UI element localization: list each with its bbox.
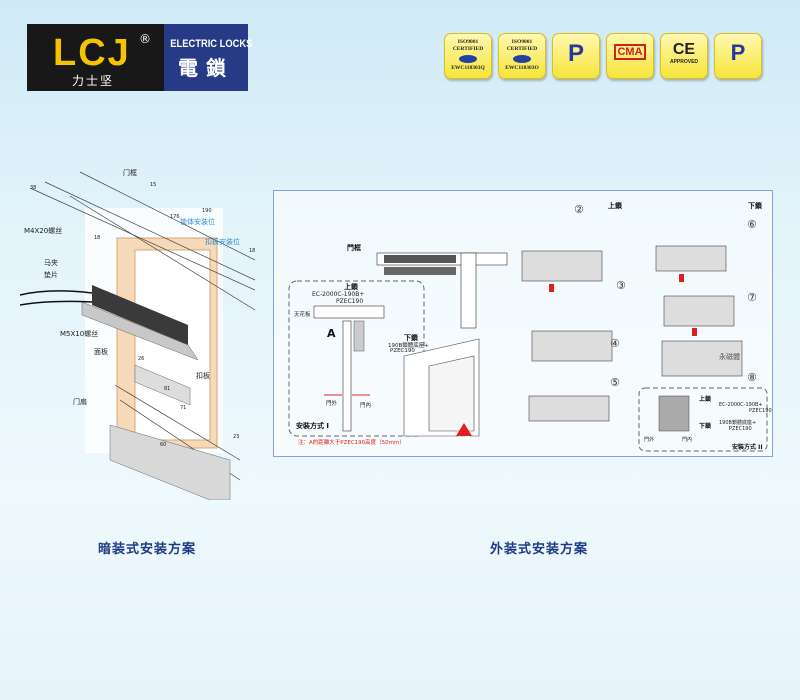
label-method-1: 安裝方式 I <box>296 422 330 430</box>
concealed-drawing <box>20 171 256 500</box>
badge-symbol: P <box>567 40 584 67</box>
surface-drawing <box>288 245 768 452</box>
step-8: ⑧ <box>747 371 757 384</box>
label-inside-2: 門內 <box>682 437 693 443</box>
label-method-2: 安裝方式 II <box>732 444 763 451</box>
label-upper-lock-2: 上鎖 <box>699 396 712 403</box>
label-lower-lock-2: 下鎖 <box>699 423 712 430</box>
badge-code: EWC118303Q <box>451 65 485 71</box>
logo-text: LCJ <box>53 32 131 74</box>
step-7: ⑦ <box>747 291 757 304</box>
step-4: ④ <box>610 337 620 350</box>
label-model-upper: EC-2000C-190B+ <box>312 291 365 298</box>
badge-symbol: P <box>730 40 746 65</box>
label-note: 注：A的距離大于PZEC190高度（50mm） <box>298 440 405 446</box>
dim: 81 <box>164 386 171 392</box>
dim: 176 <box>170 214 180 220</box>
label-strike-position: 扣板安装位 <box>205 238 240 246</box>
badge-code: EWC118303O <box>505 65 539 71</box>
label-a: A <box>327 327 336 340</box>
label-door-frame: 门框 <box>123 169 137 177</box>
label-out: OUT <box>458 436 470 442</box>
label-upper-lock: 上鎖 <box>344 283 358 291</box>
label-ceiling: 天花板 <box>294 312 311 318</box>
label-lower-lock: 下鎖 <box>404 334 418 342</box>
label-strike-plate: 扣板 <box>196 372 210 380</box>
dim: 60 <box>160 442 167 448</box>
label-door-head: 門框 <box>347 244 361 252</box>
badge-line: CERTIFIED <box>506 46 538 52</box>
surface-caption: 外装式安装方案 <box>490 542 589 557</box>
label-face-plate: 面板 <box>94 348 108 356</box>
dim: 38 <box>30 185 37 191</box>
cma-badge: CMA <box>606 33 654 79</box>
concealed-caption: 暗装式安装方案 <box>98 542 197 557</box>
label-screw-m4: M4X20螺丝 <box>24 227 63 235</box>
label-lower-lock-top: 下鎖 <box>748 202 762 210</box>
logo-chinese-name: 力士坚 <box>72 74 115 88</box>
label-bracket: 马夹 <box>44 259 58 267</box>
label-spacer: 垫片 <box>44 271 58 279</box>
pp-badge: P <box>714 33 762 79</box>
label-inside: 門內 <box>360 403 372 409</box>
dim: 23 <box>233 434 240 440</box>
brand-logo: LCJ ® 力士坚 <box>27 24 164 91</box>
surface-install-panel: 門框 上鎖 EC-2000C-190B+ PZEC190 天花板 A 下鎖 19… <box>273 190 773 457</box>
label-model-lower-2: PZEC190 <box>390 348 415 354</box>
step-2: ② <box>574 203 584 216</box>
ce-badge: CE APPROVED <box>660 33 708 79</box>
badge-symbol: CMA <box>614 44 646 60</box>
label-outside: 門外 <box>326 401 338 407</box>
step-3: ③ <box>616 279 626 292</box>
concealed-install-diagram: 门框 M4X20螺丝 马夹 垫片 M5X10螺丝 面板 扣板 门扇 锁体安装位 … <box>20 160 260 500</box>
label-model-upper-2: PZEC190 <box>336 298 364 305</box>
label-model-upper-b: EC-2000C-190B+ <box>719 402 763 408</box>
label-model-lower-b: 190B鎖體底座+ <box>719 420 757 426</box>
step-5: ⑤ <box>610 376 620 389</box>
label-outside-2: 門外 <box>644 437 655 443</box>
tagline-en: ELECTRIC LOCKS <box>170 38 253 50</box>
label-door-leaf: 门扇 <box>73 398 87 406</box>
badge-line: ISO9001 <box>457 39 479 45</box>
label-magnet: 永磁體 <box>719 353 740 361</box>
badge-symbol: CE <box>672 41 696 58</box>
label-model-lower: 190B鎖體底座+ <box>388 343 429 349</box>
label-model-upper-b2: PZEC190 <box>749 408 772 414</box>
registered-mark: ® <box>139 32 151 46</box>
dim: 15 <box>150 182 157 188</box>
label-screw-m5: M5X10螺丝 <box>60 330 99 338</box>
dim: 18 <box>249 248 256 254</box>
badge-line: CERTIFIED <box>452 46 484 52</box>
dim: 26 <box>138 356 145 362</box>
dim: 190 <box>202 208 212 214</box>
logo-tagline: ELECTRIC LOCKS 電鎖 <box>164 24 253 91</box>
dim: 71 <box>180 405 187 411</box>
label-upper-lock-top: 上鎖 <box>608 202 622 210</box>
step-6: ⑥ <box>747 218 757 231</box>
label-model-lower-b2: PZEC190 <box>729 426 752 432</box>
badge-text: APPROVED <box>669 59 699 65</box>
label-lock-position: 锁体安装位 <box>180 218 215 226</box>
p-mark-badge: P <box>552 33 600 79</box>
dim: 18 <box>94 235 101 241</box>
tagline-cn: 電鎖 <box>178 56 234 80</box>
badge-line: ISO9001 <box>511 39 533 45</box>
